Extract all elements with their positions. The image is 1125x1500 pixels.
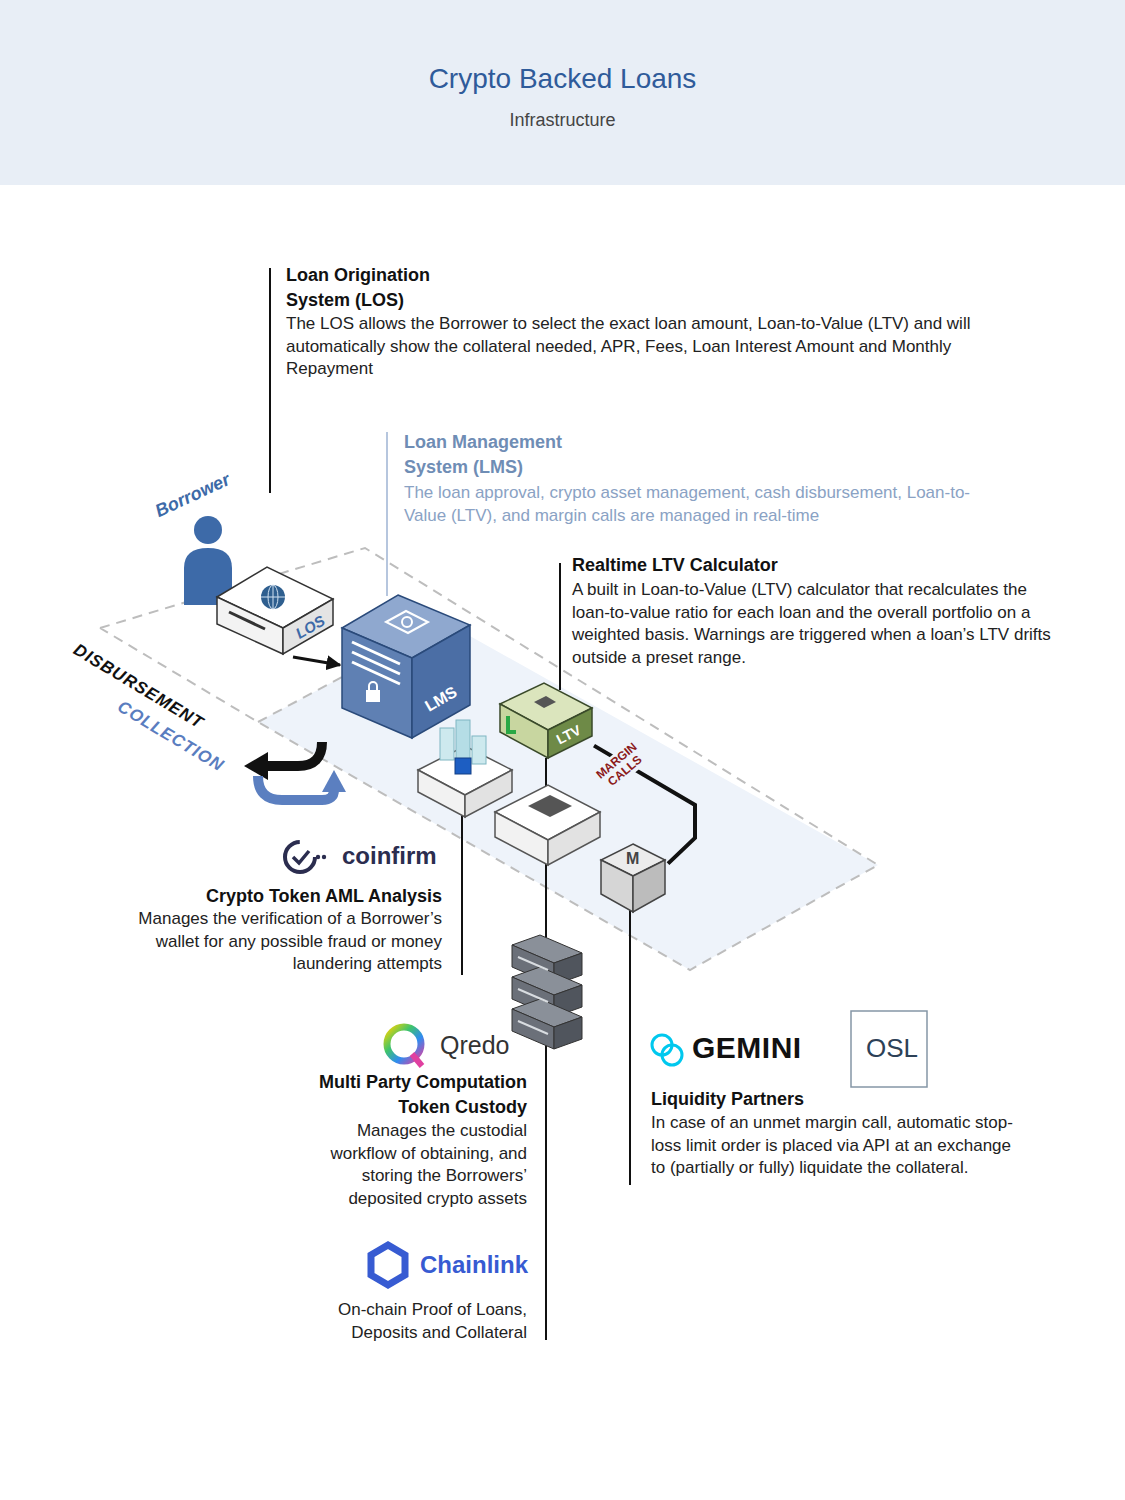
callout-body: In case of an unmet margin call, automat… [651, 1112, 1013, 1180]
lms-cube-shape-part [386, 611, 428, 633]
lms-cube-shape-part [402, 617, 412, 627]
leader-lines-part [545, 862, 547, 940]
los-box: LOS [215, 562, 335, 657]
partner-logo-text: GEMINI [692, 1031, 802, 1065]
osl-logo-frame [851, 1011, 927, 1087]
ltv-box-shape-part [508, 716, 516, 732]
leader-lines-part [545, 1040, 547, 1340]
connector-label: MARGIN CALLS [588, 735, 653, 796]
lms-cube: LMS [340, 590, 472, 740]
diagram-title: Crypto Backed Loans [0, 62, 1125, 96]
callout-body: The loan approval, crypto asset manageme… [404, 482, 1004, 527]
gemini-logo-part [662, 1045, 682, 1065]
coinfirm-logo-part [285, 842, 315, 872]
los-box-shape-part [261, 585, 285, 609]
lms-cube-shape [340, 590, 472, 740]
server-stack-part [518, 957, 548, 1034]
server-stack-part [512, 1009, 554, 1049]
aml-box-part [456, 720, 470, 760]
node-text: M [626, 850, 639, 868]
wallet-box [495, 785, 600, 865]
aml-box-part [418, 770, 465, 817]
leader-lines-part [559, 563, 561, 690]
server-stack-part [554, 1017, 582, 1049]
callout-body: The LOS allows the Borrower to select th… [286, 313, 986, 381]
margin-engine-box-shape-part [601, 860, 633, 912]
header-band [0, 0, 1125, 185]
callout-body: Manages the verification of a Borrower’s… [102, 908, 442, 976]
partner-logo-text: Qredo [440, 1031, 509, 1060]
wallet-box-part [495, 812, 548, 865]
aml-box-part [440, 728, 454, 760]
qredo-logo [387, 1027, 422, 1066]
callout-heading: Multi Party Computation Token Custody [277, 1070, 527, 1120]
coinfirm-logo [285, 842, 326, 872]
lms-cube-shape-part [342, 628, 412, 738]
los-box-shape-part [283, 599, 333, 654]
gemini-logo [652, 1035, 682, 1065]
coinfirm-logo-part [316, 855, 320, 859]
flow-arrows-part [266, 742, 322, 766]
callout-body: Manages the custodial workflow of obtain… [302, 1120, 527, 1210]
ltv-box-shape-part [500, 704, 548, 758]
qredo-logo-part [412, 1054, 422, 1066]
flow-arrows-part [322, 770, 346, 792]
wallet-box-part [548, 812, 600, 865]
ltv-box-shape-part [548, 708, 592, 758]
chainlink-logo [371, 1245, 405, 1285]
partner-logo-text: OSL [866, 1033, 918, 1064]
ltv-box-shape [498, 680, 594, 762]
leader-lines-part [629, 905, 631, 1185]
lms-cube-shape-part [369, 682, 377, 690]
callout-body: A built in Loan-to-Value (LTV) calculato… [572, 579, 1062, 669]
coinfirm-logo-part [293, 851, 309, 863]
callout-heading: Loan Origination System (LOS) [286, 263, 456, 313]
flow-arrows-part [244, 752, 268, 780]
margin-engine-box-shape-part [633, 860, 665, 912]
connector [293, 657, 340, 665]
lms-cube-shape-part [366, 690, 380, 702]
callout-heading: Loan Management System (LMS) [404, 430, 599, 480]
header-band-part [0, 0, 1125, 185]
callout-heading: Crypto Token AML Analysis [132, 884, 442, 909]
ltv-box: LTV [498, 680, 594, 762]
partner-logo-text: coinfirm [342, 842, 437, 870]
chainlink-logo-part [371, 1245, 405, 1285]
aml-box-part [472, 736, 486, 764]
actor-label: Borrower [152, 469, 233, 522]
callout-heading: Realtime LTV Calculator [572, 553, 892, 578]
callout-body: On-chain Proof of Loans, Deposits and Co… [302, 1299, 527, 1344]
ltv-box-shape-part [534, 696, 556, 708]
los-box-shape-part [261, 585, 285, 609]
aml-box [418, 720, 512, 817]
borrower-figure-part [194, 516, 222, 544]
osl-logo-frame-part [851, 1011, 927, 1087]
los-box-shape [215, 562, 335, 657]
flow-arrows [244, 742, 346, 800]
flow-arrows-part [258, 776, 334, 800]
callout-heading: Liquidity Partners [651, 1087, 971, 1112]
margin-engine-box: M [598, 842, 668, 914]
wallet-box-part [528, 795, 572, 817]
aml-box-part [455, 758, 471, 774]
leader-lines-part [269, 268, 271, 493]
server-stack [512, 935, 582, 1049]
lms-cube-shape-part [412, 625, 470, 738]
leader-lines-part [461, 812, 463, 975]
los-box-shape-part [229, 612, 265, 629]
leader-lines-part [386, 432, 388, 596]
partner-logo-text: Chainlink [420, 1251, 528, 1279]
coinfirm-logo-part [322, 855, 326, 859]
los-box-shape-part [268, 585, 278, 609]
lms-cube-shape-part [352, 642, 400, 684]
subtitle: Infrastructure [0, 109, 1125, 131]
